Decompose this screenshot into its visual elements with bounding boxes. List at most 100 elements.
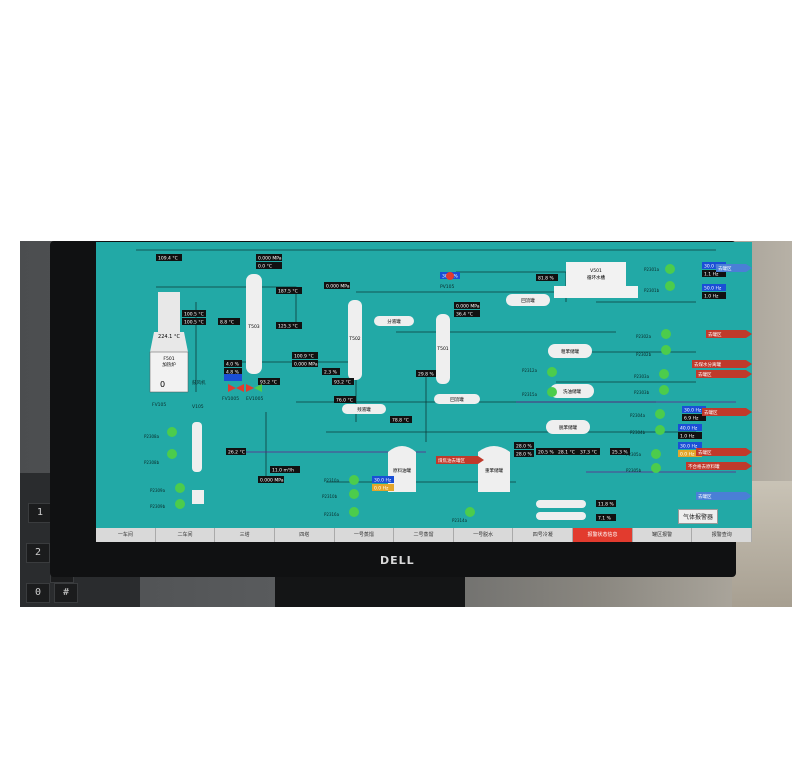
pump-label: P2315a xyxy=(522,392,538,397)
pump-label: P2304a xyxy=(630,413,646,418)
vessel-v506 xyxy=(548,344,592,358)
pump-label: P2301a xyxy=(644,267,660,272)
reading: 0.000 MPa xyxy=(260,478,284,484)
keyboard-key: 0 xyxy=(26,583,50,603)
keyboard-key: # xyxy=(54,583,78,603)
valve-label: PV105 xyxy=(440,284,455,290)
f501-temp: 224.1 °C xyxy=(158,334,180,340)
v501-name: 循环水槽 xyxy=(587,274,605,281)
fan-label: 鼓风机 xyxy=(192,379,206,386)
t503-id: T503 xyxy=(247,324,259,330)
v505-name: 残液罐 xyxy=(357,406,371,413)
reading: 100.5 °C xyxy=(184,320,204,326)
reading: 0.000 MPa xyxy=(456,304,480,310)
nav-button[interactable]: 一号脱水 xyxy=(454,528,514,542)
valve-label: FV105 xyxy=(152,402,166,408)
reading: 36.4 °C xyxy=(456,312,473,318)
destination-flag: 去煤水分离罐 xyxy=(694,361,721,368)
tank-v510 xyxy=(478,446,510,492)
freq: 30.0 Hz xyxy=(704,264,722,270)
destination-flag: 去罐区 xyxy=(708,331,722,338)
destination-flag: 去罐区 xyxy=(704,409,718,416)
reading: 187.5 °C xyxy=(278,289,298,295)
reading: 76.0 °C xyxy=(336,398,353,404)
nav-button-alarm[interactable]: 报警状态信息 xyxy=(573,528,633,542)
destination-flag: 煤焦油去罐区 xyxy=(438,457,465,464)
process-diagram: 224.1 °C F501 加热炉 0 T503 T502 T501 V501 … xyxy=(136,249,752,523)
reading: 100.9 °C xyxy=(294,354,314,360)
reading: 26.2 °C xyxy=(228,450,245,456)
pump-icon xyxy=(349,475,359,485)
v509-name: 脱苯储罐 xyxy=(559,424,577,431)
v506-name: 粗苯储罐 xyxy=(561,348,579,355)
pump-label: P2310a xyxy=(324,478,340,483)
pump-icon xyxy=(547,387,557,397)
pump-label: P2302a xyxy=(636,334,652,339)
reading: 29.8 % xyxy=(418,372,434,378)
column-t503 xyxy=(246,274,262,374)
valve-icon xyxy=(228,384,236,392)
reading: 37.3 °C xyxy=(580,450,597,456)
tank-label: V105 xyxy=(192,404,204,410)
furnace-f501 xyxy=(149,351,189,393)
pump-label: P2309a xyxy=(150,488,166,493)
reading: 4.0 % xyxy=(226,362,240,368)
reading: 28.1 °C xyxy=(558,450,575,456)
freq: 0.0 Hz xyxy=(374,486,389,492)
t501-id: T501 xyxy=(436,346,448,352)
freq: 1.0 Hz xyxy=(680,434,695,440)
vessel-v504 xyxy=(434,394,480,404)
pump-icon xyxy=(167,427,177,437)
pump-icon xyxy=(349,489,359,499)
nav-button[interactable]: 二车间 xyxy=(156,528,216,542)
freq: 0.0 Hz xyxy=(680,452,695,458)
pump-label: P2303a xyxy=(634,374,650,379)
pump-icon xyxy=(661,329,671,339)
reading: 28.0 % xyxy=(516,452,532,458)
nav-button[interactable]: 一号蒸馏 xyxy=(335,528,395,542)
monitor-logo: DELL xyxy=(380,554,415,567)
nav-button[interactable]: 罐区报警 xyxy=(633,528,693,542)
furnace-hood xyxy=(150,332,188,352)
nav-button[interactable]: 四号冷凝 xyxy=(513,528,574,542)
freq: 40.0 Hz xyxy=(680,426,698,432)
column-t502 xyxy=(348,300,362,380)
nav-button[interactable]: 一车间 xyxy=(96,528,156,542)
pump-label: P2305b xyxy=(626,468,642,473)
pump-icon xyxy=(175,483,185,493)
pump-icon xyxy=(659,369,669,379)
reading: 0.0 °C xyxy=(258,264,272,270)
gas-alarm-button[interactable]: 气体报警器 xyxy=(677,509,718,524)
keyboard-key: 2 xyxy=(26,543,50,563)
freq: 30.0 Hz xyxy=(374,478,392,484)
v504-name: 回流罐 xyxy=(450,396,464,403)
hmi-screen: 224.1 °C F501 加热炉 0 T503 T502 T501 V501 … xyxy=(96,242,752,542)
tank-v507 xyxy=(388,446,416,492)
reading: 28.0 % xyxy=(516,444,532,450)
nav-button[interactable]: 报警查询 xyxy=(692,528,752,542)
destination-flag: 不合格去原料罐 xyxy=(688,463,720,470)
pump-icon xyxy=(465,507,475,517)
nav-button[interactable]: 三塔 xyxy=(215,528,275,542)
reading: 20.5 % xyxy=(538,450,554,456)
nav-button[interactable]: 四塔 xyxy=(275,528,335,542)
pump-label: P2305a xyxy=(626,452,642,457)
reading: 109.4 °C xyxy=(158,256,178,262)
pump-icon xyxy=(175,499,185,509)
keyboard-key: 1 xyxy=(28,503,52,523)
pump-icon xyxy=(349,507,359,517)
pump-icon xyxy=(665,264,675,274)
valve-label: EV1005 xyxy=(246,396,264,402)
nav-button[interactable]: 二号蒸馏 xyxy=(394,528,454,542)
v510-name: 重苯储罐 xyxy=(485,467,503,474)
destination-flag: 去罐区 xyxy=(698,449,712,456)
reading: 81.8 % xyxy=(538,276,554,282)
reading: 11.0 m³/h xyxy=(272,468,294,474)
pump-icon xyxy=(651,449,661,459)
pump-label: P2308b xyxy=(144,460,160,465)
pump-label: P2309b xyxy=(150,504,166,509)
pump-label: P2308a xyxy=(144,434,160,439)
vessel-v508 xyxy=(550,384,594,398)
v503-name: 分液罐 xyxy=(387,318,401,325)
pump-label: P2302b xyxy=(636,352,652,357)
